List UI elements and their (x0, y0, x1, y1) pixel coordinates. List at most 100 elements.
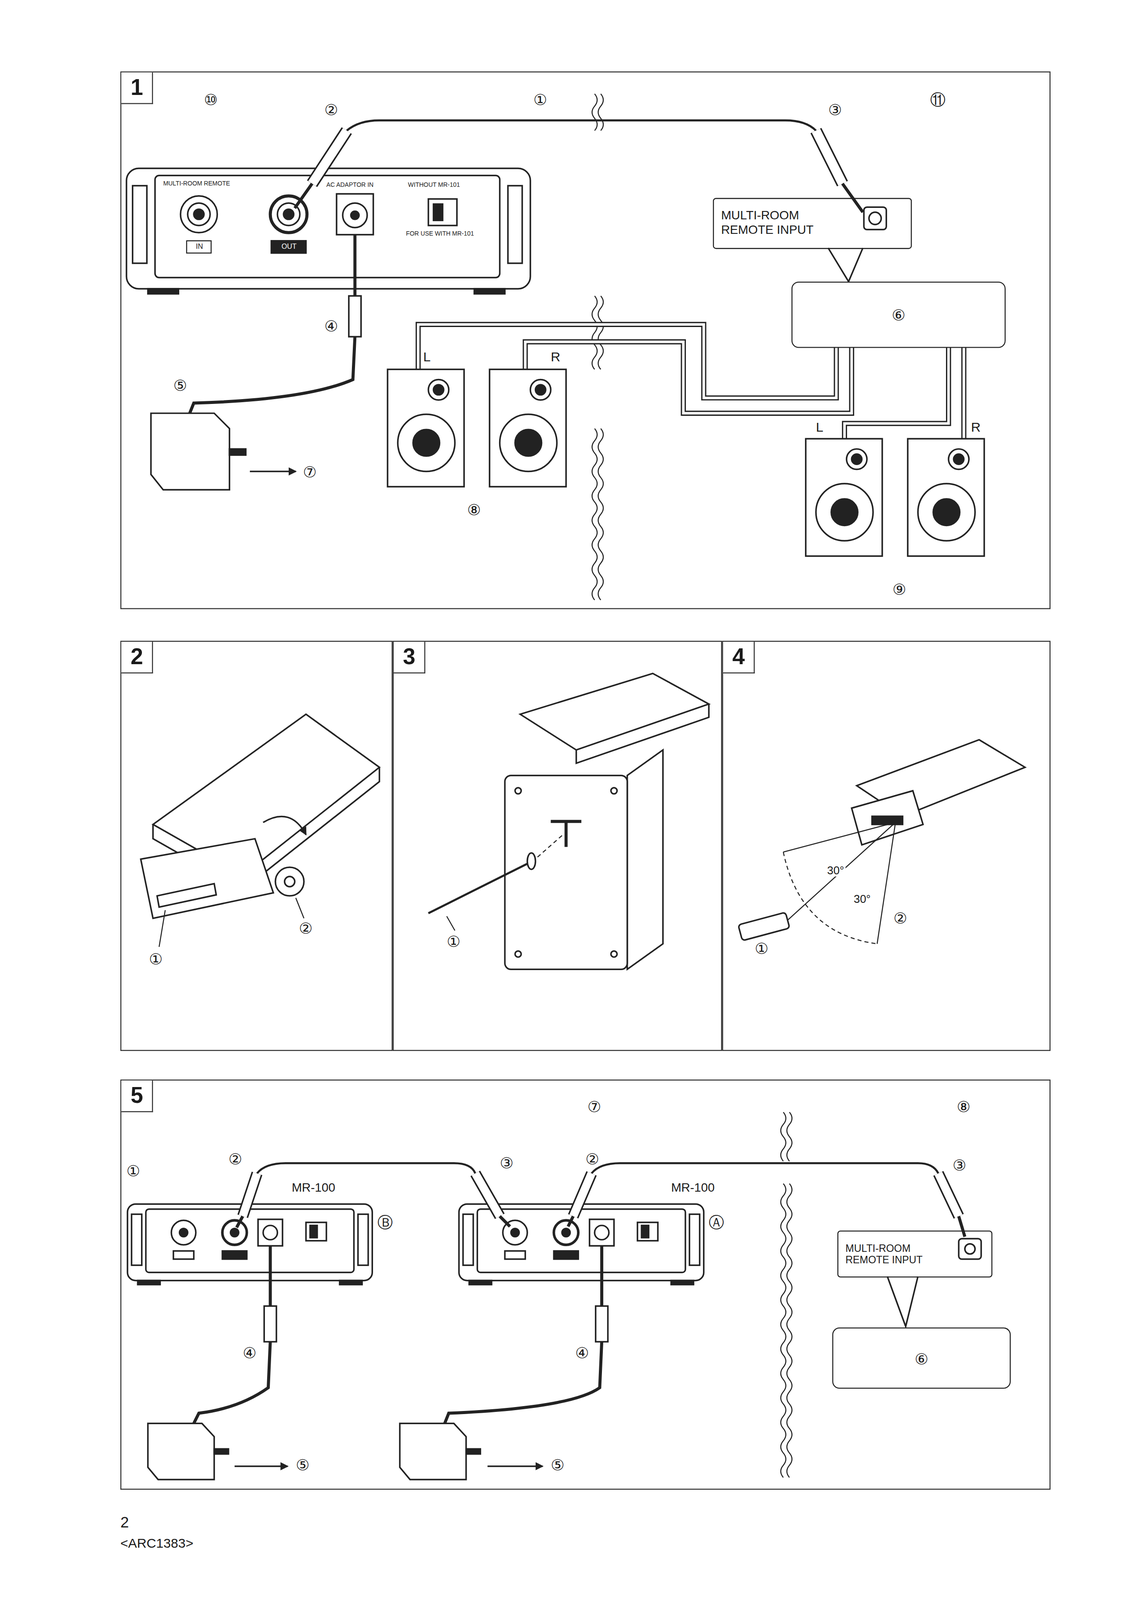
mr100-unit (433, 203, 443, 221)
speaker-wires (525, 341, 852, 414)
callout-box: MULTI-ROOM REMOTE INPUT (713, 197, 913, 249)
callout-number: ① (148, 950, 163, 966)
callout-number: L (815, 420, 824, 434)
figure-panel: 4 (721, 640, 1051, 1051)
panel2-drawing (295, 897, 305, 918)
panel2-drawing (275, 866, 305, 896)
panel2-drawing (156, 883, 217, 907)
panel4-drawing (876, 822, 896, 944)
input-jack (964, 1243, 975, 1254)
mr100-unit (271, 240, 306, 254)
ac-adaptor (148, 1422, 215, 1479)
mr100-unit (126, 168, 531, 294)
callout-number: ⑩ (203, 91, 218, 108)
remote-cable (475, 1172, 501, 1216)
speaker-wires (418, 324, 837, 398)
callout-number: ④ (575, 1344, 589, 1360)
ac-adaptor (353, 234, 357, 296)
mr100-unit (132, 185, 147, 263)
break-line (592, 428, 598, 600)
remote-cable (346, 120, 816, 131)
panel3-drawing (514, 787, 522, 794)
panel-marking: 30° (826, 864, 845, 877)
mr100-unit (148, 288, 179, 294)
callout-number: ③ (828, 101, 842, 118)
panel4-drawing (783, 851, 878, 944)
jack-label: MULTI-ROOM REMOTE INPUT (721, 209, 823, 238)
panel-marking: 30° (852, 893, 872, 905)
speaker-wires (962, 346, 966, 439)
callout-number: L (423, 349, 431, 363)
break-line (592, 94, 604, 600)
panel3-drawing (428, 673, 709, 969)
panel3-drawing (627, 749, 664, 969)
ac-adaptor (193, 1341, 271, 1424)
panel3-drawing (504, 775, 628, 969)
panel3-drawing (537, 834, 563, 857)
callout-number: ⑤ (550, 1456, 565, 1472)
panel4-drawing (872, 815, 903, 825)
mr100-unit (155, 175, 501, 278)
mr100-unit (342, 202, 368, 228)
speaker-wires (844, 346, 949, 439)
remote-cable (242, 1172, 257, 1216)
ac-adaptor (466, 1448, 481, 1454)
panel3-drawing (550, 821, 582, 847)
break-line (597, 428, 604, 600)
figure-number: 3 (393, 641, 426, 674)
ac-adaptor (250, 470, 296, 472)
panel3-drawing (576, 703, 710, 764)
speaker (489, 369, 566, 487)
speaker-wires (418, 324, 837, 398)
mr100-unit (180, 195, 218, 233)
callout-number: ⑦ (587, 1098, 602, 1114)
remote-cable (236, 1215, 243, 1228)
panel3-drawing (610, 787, 617, 794)
speaker (387, 369, 464, 487)
panel4-drawing (738, 911, 790, 941)
callout-number: ② (324, 101, 338, 118)
remote-cable (294, 183, 312, 209)
ac-adaptor (213, 1448, 229, 1454)
callout-number: ⑥ (891, 307, 906, 323)
receiver-box: ⑥ (832, 1326, 1011, 1388)
mr100-unit (127, 1203, 373, 1284)
figure-number: 5 (121, 1079, 154, 1112)
remote-cable (815, 130, 843, 184)
ac-adaptor (148, 1245, 609, 1479)
ac-adaptor (264, 1305, 277, 1341)
panel3-drawing (446, 916, 456, 931)
panel-marking: MR-100 (291, 1181, 336, 1194)
remote-cable (311, 130, 347, 184)
panel-marking: AC ADAPTOR IN (326, 181, 374, 188)
figure-panel: 3 (392, 640, 723, 1051)
speaker-wires (844, 346, 949, 439)
ac-adaptor (399, 1422, 467, 1479)
mr100-unit (428, 199, 457, 226)
ac-adaptor (189, 336, 356, 414)
callout-number: Ⓑ (377, 1213, 393, 1229)
panel3-drawing (428, 862, 529, 914)
callout-number: ⑪ (930, 91, 946, 108)
panel-marking: OUT (281, 242, 297, 250)
callout-number: ④ (242, 1344, 257, 1360)
figure-number: 2 (121, 641, 154, 674)
mr100-unit (507, 185, 522, 263)
panel4-drawing (787, 822, 896, 921)
mr100-unit (187, 202, 211, 226)
panel2-drawing (284, 876, 295, 887)
callout-number: ⑧ (467, 501, 481, 518)
mr100-unit (351, 211, 360, 220)
ac-adaptor (151, 413, 230, 490)
callout-number: R (550, 349, 561, 363)
panel-marking: WITHOUT MR-101 (408, 181, 461, 188)
remote-cable (958, 1215, 965, 1236)
callout-box: MULTI-ROOM REMOTE INPUT (837, 1229, 993, 1277)
panel2-drawing (159, 909, 166, 947)
callout-tail (887, 1275, 919, 1327)
panel2-drawing (140, 713, 380, 947)
callout-number: ① (126, 1162, 141, 1178)
panel3-drawing (520, 673, 709, 750)
panel4-drawing (738, 739, 1026, 944)
panel3-drawing (527, 852, 536, 870)
